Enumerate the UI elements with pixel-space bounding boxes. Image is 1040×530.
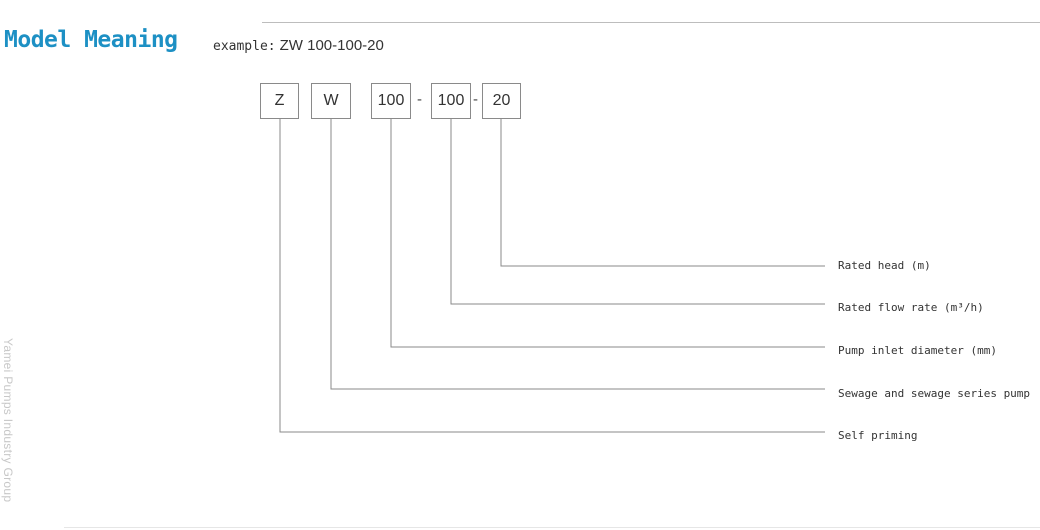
connector-head [500,119,825,267]
model-box-z: Z [260,83,299,119]
example-code: ZW 100-100-20 [279,37,384,54]
model-box-w: W [311,83,351,119]
watermark-text: Yamei Pumps Industry Group [1,338,15,503]
meaning-rated-flow: Rated flow rate (m³/h) [838,301,984,314]
meaning-rated-head: Rated head (m) [838,259,931,272]
model-box-diameter: 100 [371,83,411,119]
meaning-self-priming: Self priming [838,429,918,442]
example-line: example:ZW 100-100-20 [213,37,384,54]
connector-diameter [390,119,825,348]
example-label: example: [213,39,276,54]
connector-series [330,119,825,390]
separator-dash: - [417,91,422,108]
meaning-inlet-diameter: Pump inlet diameter (mm) [838,344,997,357]
connector-flow [450,119,825,305]
model-box-flow: 100 [431,83,471,119]
model-box-head: 20 [482,83,521,119]
meaning-series-pump: Sewage and sewage series pump [838,387,1031,400]
separator-dash: - [473,91,478,108]
bottom-divider [64,527,1040,528]
connector-self-priming [279,119,825,433]
page-title: Model Meaning [4,27,178,53]
top-divider [262,22,1040,23]
